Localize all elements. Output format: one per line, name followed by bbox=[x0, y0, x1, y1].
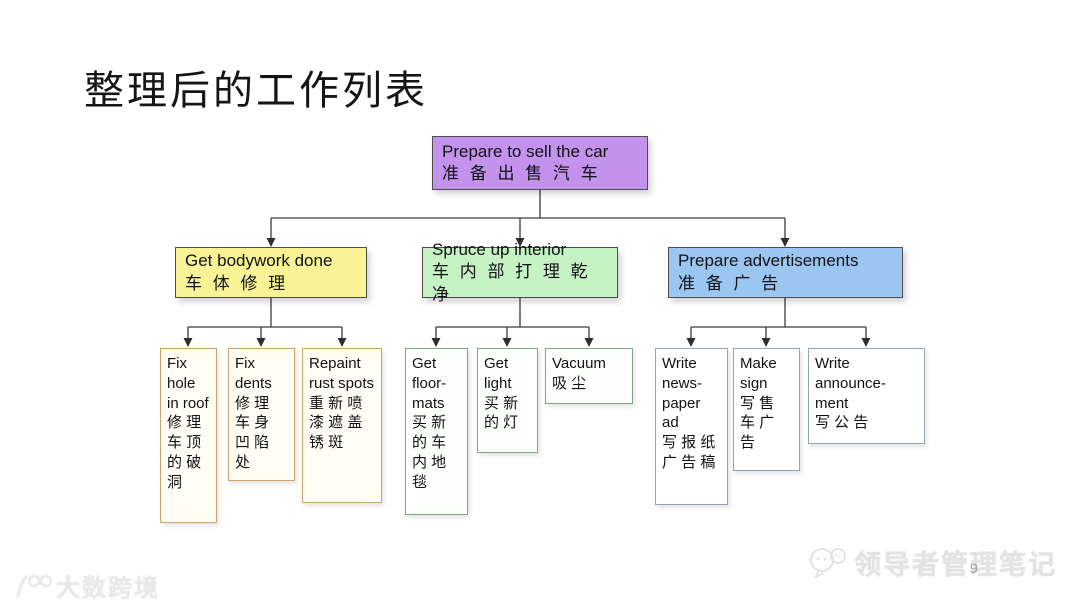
leaf-label-en: Write announce-ment bbox=[815, 355, 886, 412]
node-label-en: Spruce up interior bbox=[432, 239, 567, 259]
leaf-get-light: Get light 买 新 的 灯 bbox=[477, 348, 538, 453]
node-prepare-to-sell-car: Prepare to sell the car 准 备 出 售 汽 车 bbox=[432, 136, 648, 190]
node-label-en: Prepare to sell the car bbox=[442, 141, 609, 161]
wechat-bubbles-icon bbox=[810, 547, 846, 579]
node-prepare-advertisements: Prepare advertisements 准 备 广 告 bbox=[668, 247, 903, 298]
node-label-zh: 车 体 修 理 bbox=[185, 273, 289, 293]
node-label-zh: 准 备 出 售 汽 车 bbox=[442, 164, 601, 183]
leaf-label-zh: 重 新 喷 漆 遮 盖 锈 斑 bbox=[309, 394, 363, 452]
leaf-label-zh: 写 公 告 bbox=[815, 414, 869, 432]
leaf-label-en: Vacuum bbox=[552, 355, 606, 372]
node-get-bodywork-done: Get bodywork done 车 体 修 理 bbox=[175, 247, 367, 298]
watermark-brand-text: 大数跨境 bbox=[56, 575, 160, 602]
node-label-en: Prepare advertisements bbox=[678, 251, 859, 271]
watermark-lingdaozhe: 领导者管理笔记 bbox=[808, 543, 1057, 582]
leaf-label-en: Fix hole in roof bbox=[167, 355, 209, 412]
leaf-label-en: Repaint rust spots bbox=[309, 355, 375, 392]
leaf-label-en: Write news-paper ad bbox=[662, 355, 703, 432]
leaf-label-en: Get light bbox=[484, 355, 512, 392]
leaf-label-en: Get floor-mats bbox=[412, 355, 447, 412]
leaf-label-zh: 写 报 纸 广 告 稿 bbox=[662, 434, 716, 471]
leaf-label-zh: 修 理 车 身 凹 陷 处 bbox=[235, 394, 270, 471]
leaf-fix-hole-in-roof: Fix hole in roof 修 理 车 顶 的 破 洞 bbox=[160, 348, 217, 523]
leaf-vacuum: Vacuum 吸 尘 bbox=[545, 348, 633, 404]
dashukuajing-100-logo-icon bbox=[16, 574, 52, 597]
leaf-fix-dents: Fix dents 修 理 车 身 凹 陷 处 bbox=[228, 348, 295, 481]
leaf-label-en: Fix dents bbox=[235, 355, 272, 392]
leaf-label-zh: 买 新 的 车 内 地 毯 bbox=[412, 414, 447, 491]
leaf-write-announcement: Write announce-ment 写 公 告 bbox=[808, 348, 925, 444]
leaf-write-newspaper-ad: Write news-paper ad 写 报 纸 广 告 稿 bbox=[655, 348, 728, 505]
leaf-label-zh: 写 售 车 广 告 bbox=[740, 394, 775, 452]
leaf-make-sign: Make sign 写 售 车 广 告 bbox=[733, 348, 800, 471]
node-label-zh: 准 备 广 告 bbox=[678, 273, 782, 293]
node-label-zh: 车 内 部 打 理 乾 净 bbox=[432, 262, 591, 304]
leaf-get-floor-mats: Get floor-mats 买 新 的 车 内 地 毯 bbox=[405, 348, 468, 515]
leaf-repaint-rust-spots: Repaint rust spots 重 新 喷 漆 遮 盖 锈 斑 bbox=[302, 348, 382, 503]
node-label-en: Get bodywork done bbox=[185, 251, 333, 271]
leaf-label-zh: 吸 尘 bbox=[552, 374, 587, 392]
node-spruce-up-interior: Spruce up interior 车 内 部 打 理 乾 净 bbox=[422, 240, 618, 304]
page-number: 9 bbox=[970, 560, 978, 576]
page-title: 整理后的工作列表 bbox=[84, 69, 428, 113]
leaf-label-zh: 修 理 车 顶 的 破 洞 bbox=[167, 414, 202, 491]
watermark-brand-text: 领导者管理笔记 bbox=[854, 550, 1057, 580]
watermark-dashukuajing: 大数跨境 bbox=[10, 568, 160, 603]
leaf-label-en: Make sign bbox=[740, 355, 777, 392]
leaf-label-zh: 买 新 的 灯 bbox=[484, 394, 519, 432]
